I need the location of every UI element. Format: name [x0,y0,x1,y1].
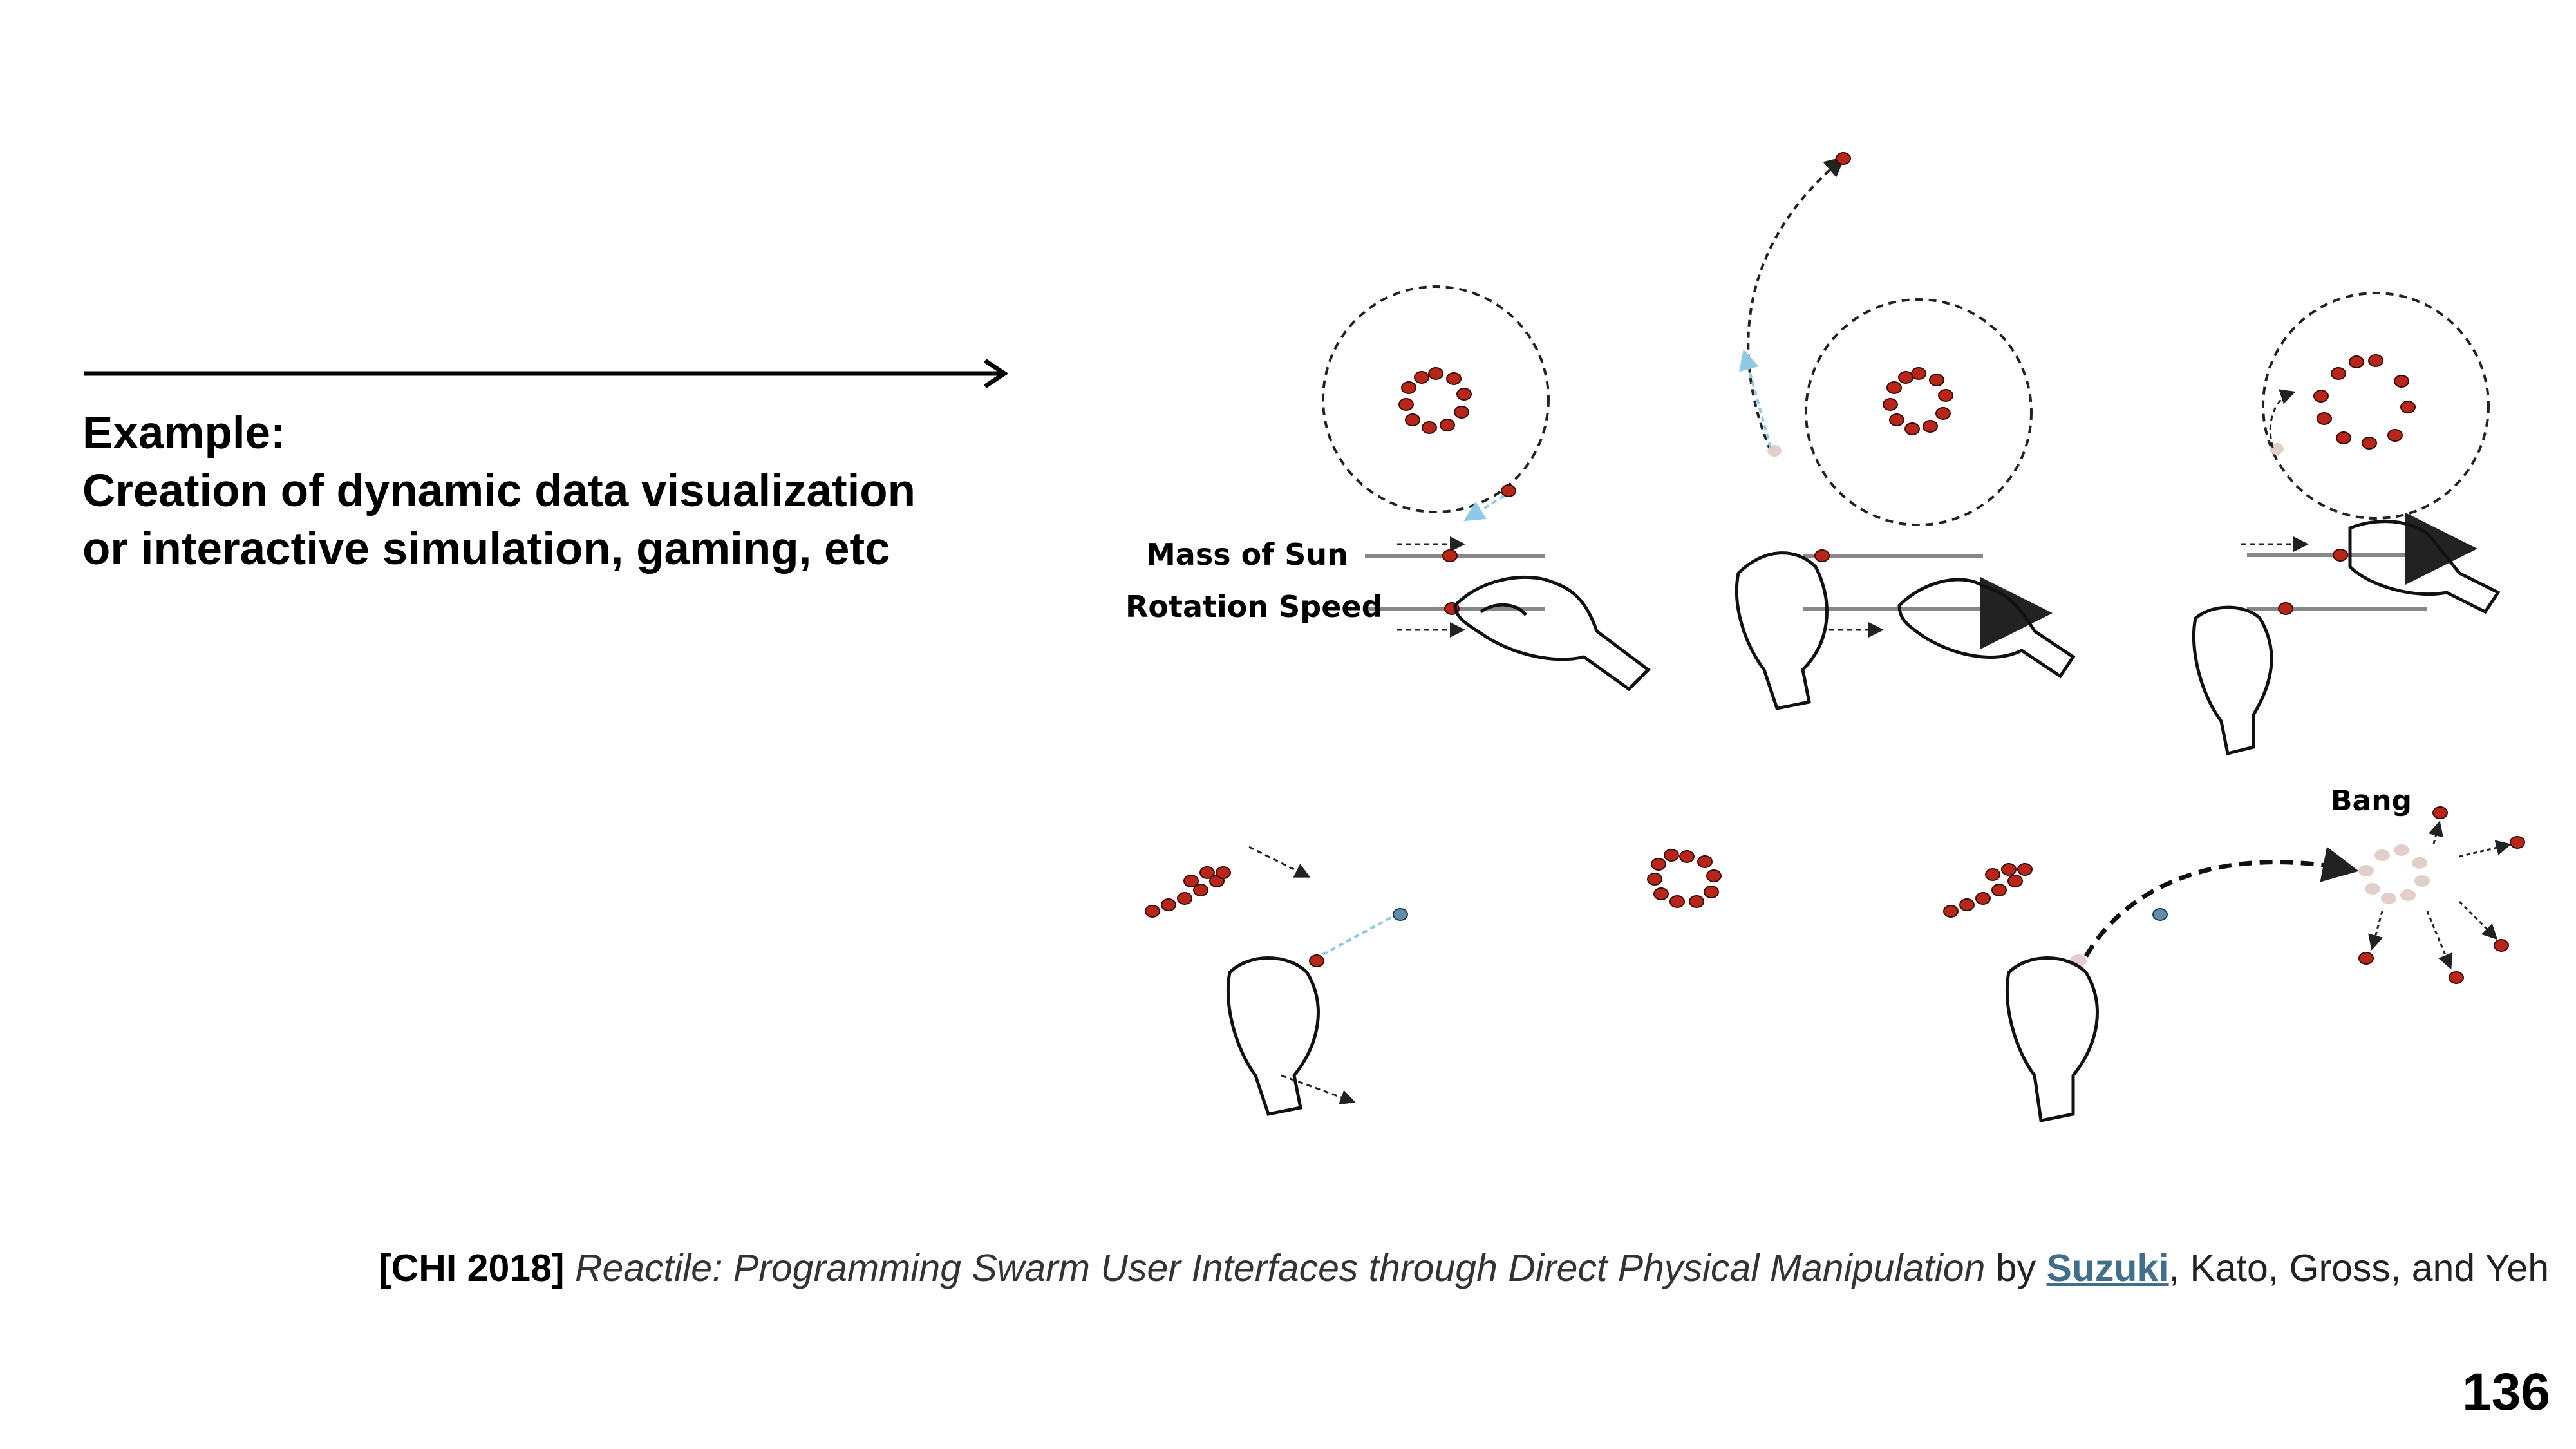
hand-icon [1897,578,2076,679]
citation-other-authors: , Kato, Gross, and Yeh [2168,1247,2550,1289]
escape-trajectory [1747,156,1846,451]
panel-5 [1647,849,1722,908]
orbit-circle [1805,298,2033,526]
hand-icon [2005,956,2099,1122]
example-line-2: or interactive simulation, gaming, etc [82,524,890,574]
pointer-arrow-icon [84,359,1009,388]
orbit-circle [1322,285,1550,513]
sun-ring-expanding [2313,354,2416,450]
scattered-robots [2358,806,2525,984]
hand-icon [1453,575,1651,692]
hand-icon [1735,551,1829,710]
hand-icon [1226,956,1320,1116]
hand-icon [2192,605,2273,756]
panel-2 [1735,152,2076,710]
example-heading: Example: [82,408,286,459]
panel-1: Mass of Sun Rotation Speed [1125,285,1651,692]
example-line-1: Creation of dynamic data visualization [82,466,916,516]
orbit-circle [2262,292,2490,520]
citation-by: by [1985,1247,2047,1289]
label-rotation-speed: Rotation Speed [1125,589,1383,624]
panel-4 [1145,846,1408,1116]
hand-icon [2348,520,2501,614]
planet-robot [1501,484,1516,497]
sun-ring [1883,367,1953,435]
panel-6: Bang [1943,784,2525,1122]
faded-ring [2358,844,2430,904]
label-bang: Bang [2331,784,2412,817]
author-link-suzuki[interactable]: Suzuki [2046,1247,2169,1289]
reactile-figure: Mass of Sun Rotation Speed [1125,152,2525,1122]
panel-3 [2192,292,2501,756]
page-number: 136 [2462,1363,2550,1421]
trajectory-line [1463,495,1505,522]
citation-venue: [CHI 2018] [379,1247,565,1289]
example-text-block: Example: Creation of dynamic data visual… [82,404,916,578]
citation-title: Reactile: Programming Swarm User Interfa… [574,1247,1986,1289]
label-mass-of-sun: Mass of Sun [1146,537,1348,572]
sun-ring [1398,367,1472,434]
citation: [CHI 2018] Reactile: Programming Swarm U… [379,1246,2549,1290]
